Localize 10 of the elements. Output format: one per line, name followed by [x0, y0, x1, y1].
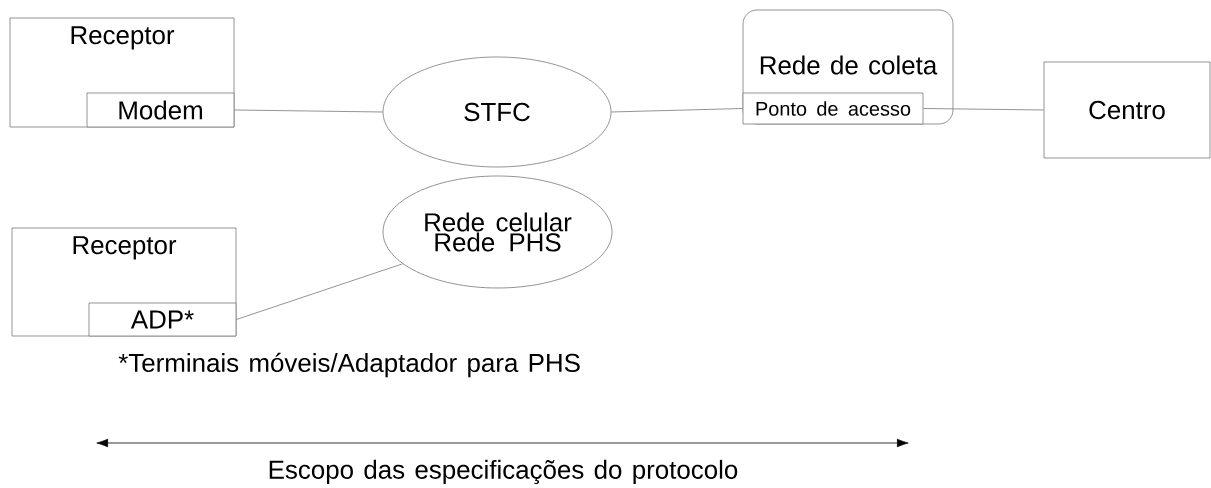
- modem-box: Modem: [86, 92, 235, 128]
- connector-line: [236, 263, 403, 320]
- connector-line: [611, 108, 743, 113]
- adapter-box: ADP*: [88, 302, 237, 337]
- center-box: Centro: [1043, 61, 1211, 159]
- dimension-label: Escopo das especificações do protocolo: [269, 459, 738, 485]
- connector-line: [234, 109, 383, 113]
- connector-line: [923, 108, 1044, 111]
- access-point-box: Ponto de acesso: [742, 92, 924, 125]
- footnote-text: *Terminais móveis/Adaptador para PHS: [118, 352, 580, 378]
